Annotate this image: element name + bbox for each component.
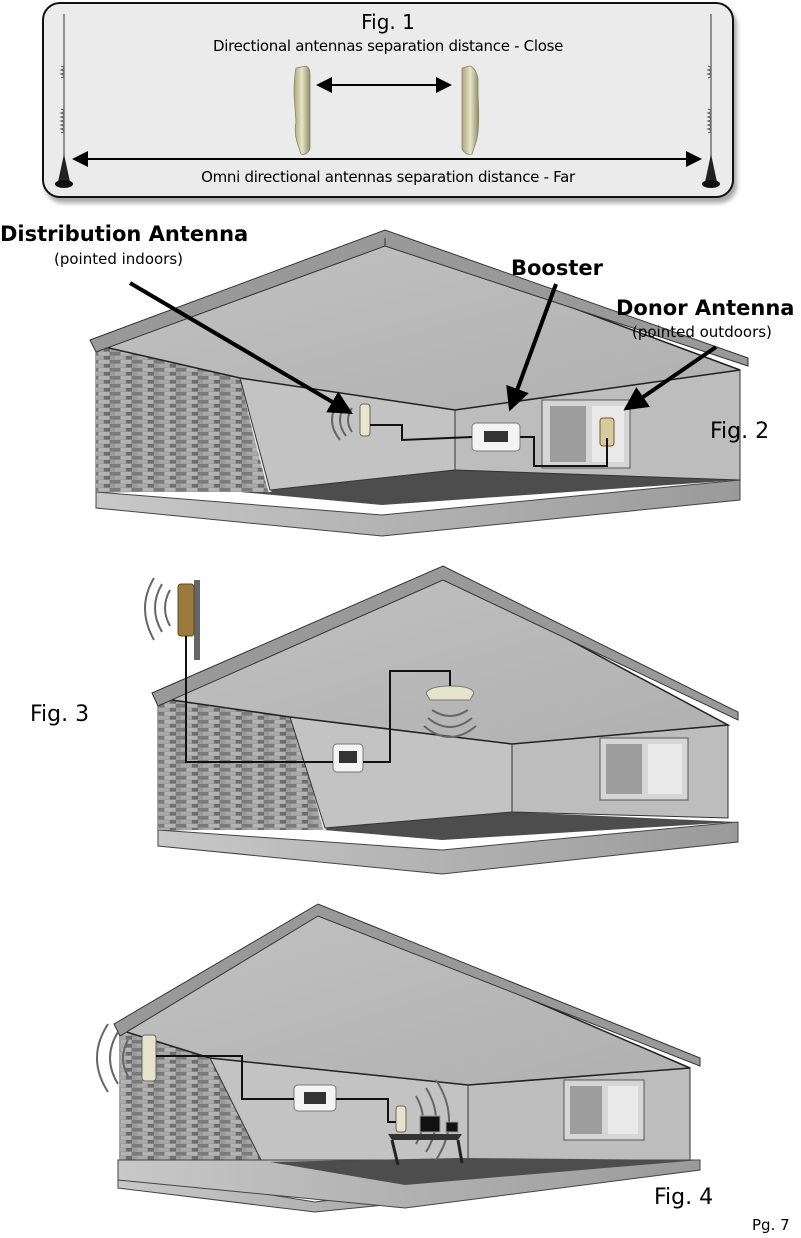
dome-antenna-icon (425, 685, 475, 701)
distribution-antenna-sublabel: (pointed indoors) (54, 250, 184, 268)
fig1-panel: Fig. 1 Directional antennas separation d… (42, 2, 734, 198)
distribution-antenna-label: Distribution Antenna (0, 222, 249, 246)
omni-antenna-left-icon (55, 14, 73, 188)
fig3-house (144, 565, 739, 875)
donor-antenna-icon (177, 583, 195, 637)
donor-antenna-sublabel: (pointed outdoors) (632, 323, 772, 341)
distribution-antenna-icon (395, 1105, 407, 1133)
fig4-house (96, 903, 701, 1213)
fig3-label: Fig. 3 (30, 702, 90, 727)
fig1-title: Fig. 1 (361, 10, 415, 34)
distribution-antenna-icon (359, 403, 371, 437)
donor-antenna-icon (141, 1034, 157, 1082)
fig2-label: Fig. 2 (710, 419, 770, 444)
fig2-house (89, 229, 749, 537)
page-number: Pg. 7 (752, 1216, 790, 1234)
fig1-illustration (55, 14, 720, 188)
donor-antenna-label: Donor Antenna (616, 296, 795, 320)
omni-caption: Omni directional antennas separation dis… (201, 168, 575, 186)
omni-antenna-right-icon (702, 14, 720, 188)
booster-label: Booster (511, 256, 603, 280)
directional-caption: Directional antennas separation distance… (212, 37, 564, 55)
fig4-label: Fig. 4 (654, 1185, 714, 1210)
